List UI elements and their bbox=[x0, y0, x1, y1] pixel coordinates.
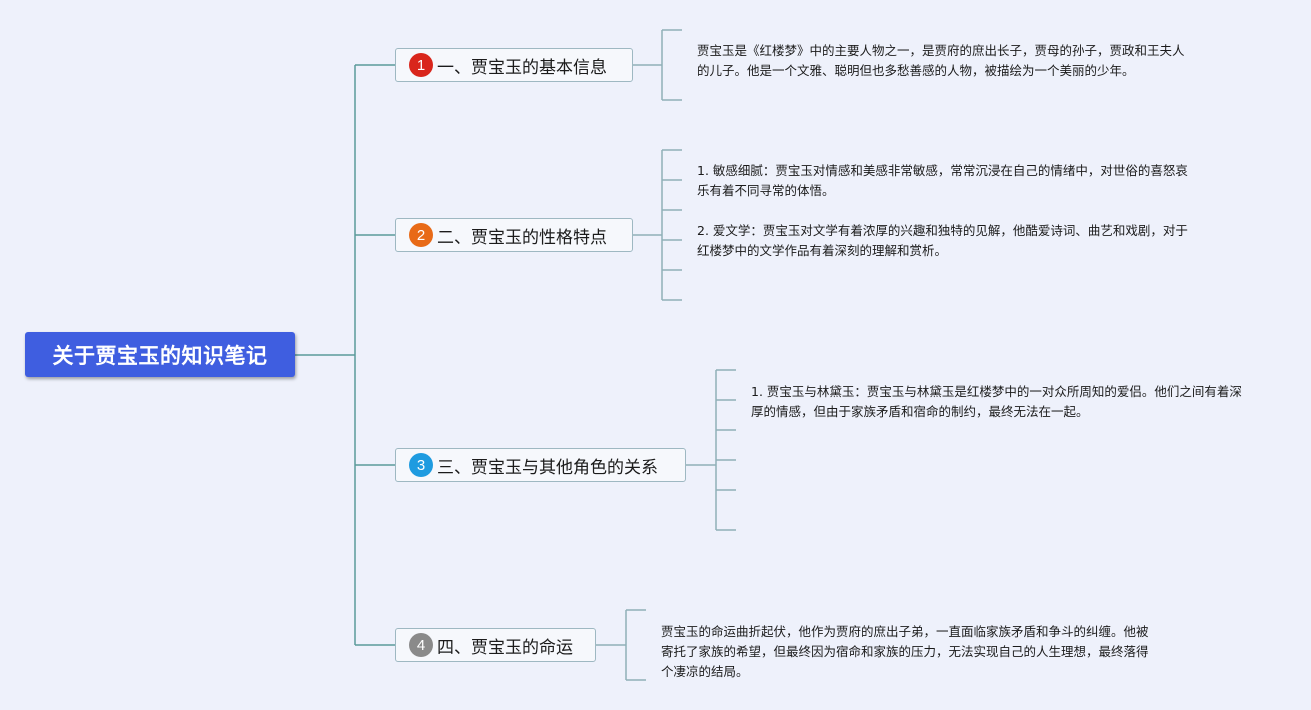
branch-title: 二、贾宝玉的性格特点 bbox=[437, 227, 607, 248]
note-literature[interactable]: 2. 爱文学：贾宝玉对文学有着浓厚的兴趣和独特的见解，他酷爱诗词、曲艺和戏剧，对… bbox=[697, 223, 1188, 258]
number-1-icon: 1 bbox=[409, 53, 433, 77]
branch-title: 三、贾宝玉与其他角色的关系 bbox=[437, 457, 658, 478]
note-lin-daiyu[interactable]: 1. 贾宝玉与林黛玉：贾宝玉与林黛玉是红楼梦中的一对众所周知的爱侣。他们之间有着… bbox=[751, 384, 1242, 419]
root-title: 关于贾宝玉的知识笔记 bbox=[52, 343, 268, 368]
branch-fate[interactable]: 4 四、贾宝玉的命运 bbox=[395, 628, 596, 662]
number-3-icon: 3 bbox=[409, 453, 433, 477]
note-sensitive[interactable]: 1. 敏感细腻：贾宝玉对情感和美感非常敏感，常常沉浸在自己的情绪中，对世俗的喜怒… bbox=[697, 163, 1188, 198]
branch-title: 四、贾宝玉的命运 bbox=[437, 637, 573, 658]
note-basic-info[interactable]: 贾宝玉是《红楼梦》中的主要人物之一，是贾府的庶出长子，贾母的孙子，贾政和王夫人的… bbox=[697, 43, 1185, 78]
number-4-icon: 4 bbox=[409, 633, 433, 657]
branch-personality[interactable]: 2 二、贾宝玉的性格特点 bbox=[395, 218, 633, 252]
branch-title: 一、贾宝玉的基本信息 bbox=[437, 57, 607, 78]
branch-relationships[interactable]: 3 三、贾宝玉与其他角色的关系 bbox=[395, 448, 686, 482]
number-2-icon: 2 bbox=[409, 223, 433, 247]
root-topic[interactable]: 关于贾宝玉的知识笔记 bbox=[25, 332, 295, 377]
note-fate[interactable]: 贾宝玉的命运曲折起伏，他作为贾府的庶出子弟，一直面临家族矛盾和争斗的纠缠。他被寄… bbox=[661, 624, 1149, 679]
branch-basic-info[interactable]: 1 一、贾宝玉的基本信息 bbox=[395, 48, 633, 82]
